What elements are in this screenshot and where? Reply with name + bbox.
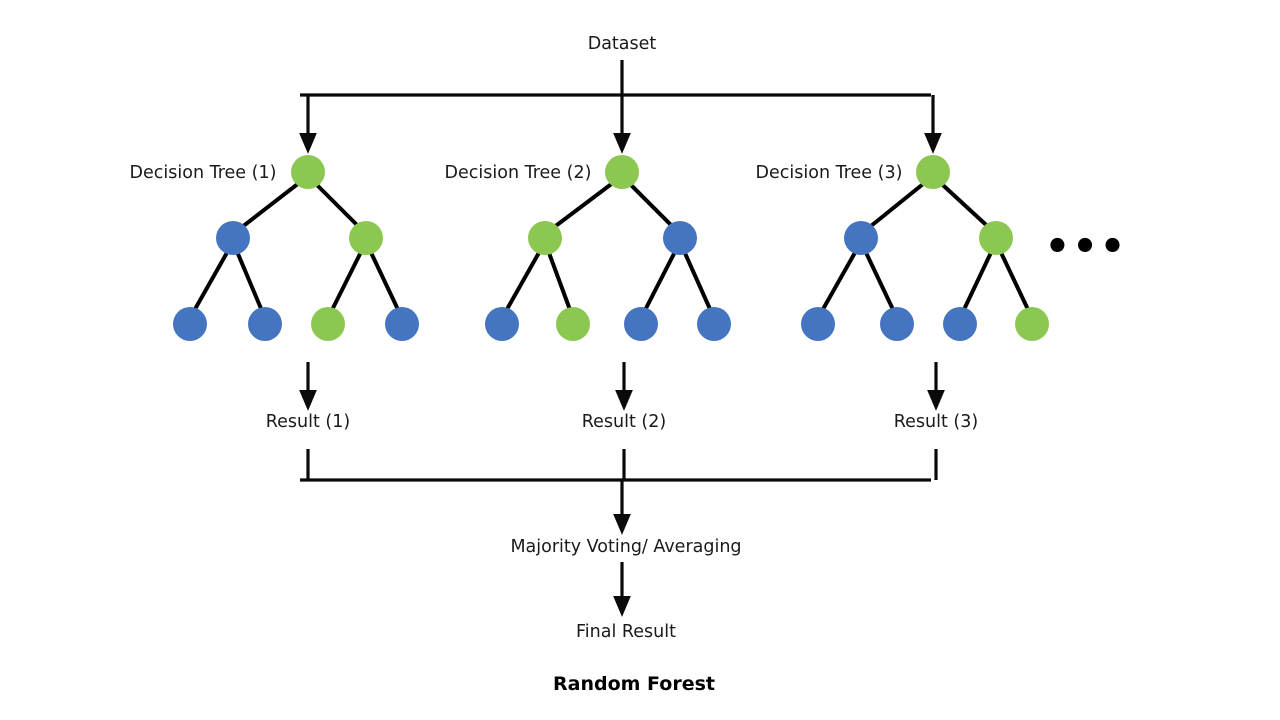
tree-edge — [958, 241, 998, 319]
tree-leaf-node-blue — [943, 307, 977, 341]
continuation-ellipsis-icon: ••• — [1045, 224, 1128, 270]
tree-leaf-node-green — [1015, 307, 1049, 341]
dataset-split-connector — [299, 60, 942, 154]
result-label-2: Result (2) — [582, 412, 666, 432]
tree-edge — [931, 174, 998, 236]
tree-edge — [188, 241, 235, 319]
tree-edge — [231, 174, 310, 236]
decision-tree-3: Decision Tree (3) — [756, 155, 1049, 341]
result-label-3: Result (3) — [894, 412, 978, 432]
tree-leaf-node-blue — [485, 307, 519, 341]
tree-edge — [364, 241, 404, 319]
tree-root-node-green — [916, 155, 950, 189]
final-result-label: Final Result — [576, 622, 676, 642]
decision-tree-label-2: Decision Tree (2) — [445, 163, 592, 183]
dataset-label: Dataset — [588, 34, 657, 54]
tree-edge — [543, 241, 575, 319]
tree-edge — [859, 241, 899, 319]
tree-root-node-green — [605, 155, 639, 189]
tree-edge — [994, 241, 1034, 319]
aggregation-label: Majority Voting/ Averaging — [510, 537, 741, 557]
tree-edge — [859, 174, 935, 236]
tree-leaf-node-blue — [697, 307, 731, 341]
tree-branch-node-blue — [663, 221, 697, 255]
decision-tree-label-1: Decision Tree (1) — [130, 163, 277, 183]
tree-edge — [639, 241, 682, 319]
tree-branch-node-blue — [844, 221, 878, 255]
tree-edge — [816, 241, 863, 319]
decision-tree-1: Decision Tree (1) — [130, 155, 419, 341]
results-layer: Result (1) Result (2) Result (3) — [266, 362, 978, 432]
tree-edge — [326, 241, 368, 319]
tree-edge — [500, 241, 547, 319]
tree-leaf-node-blue — [173, 307, 207, 341]
tree-branch-node-green — [349, 221, 383, 255]
tree-edge — [231, 241, 267, 319]
tree-leaf-node-blue — [624, 307, 658, 341]
tree-edge — [678, 241, 716, 319]
tree-edge — [543, 174, 624, 236]
tree-root-node-green — [291, 155, 325, 189]
results-merge-connector — [300, 449, 938, 617]
tree-branch-node-green — [528, 221, 562, 255]
result-label-1: Result (1) — [266, 412, 350, 432]
decision-tree-2: Decision Tree (2) — [445, 155, 731, 341]
decision-tree-label-3: Decision Tree (3) — [756, 163, 903, 183]
diagram-title: Random Forest — [553, 673, 715, 695]
tree-leaf-node-green — [311, 307, 345, 341]
tree-leaf-node-blue — [385, 307, 419, 341]
tree-branch-node-green — [979, 221, 1013, 255]
tree-leaf-node-green — [556, 307, 590, 341]
tree-leaf-node-blue — [248, 307, 282, 341]
tree-leaf-node-blue — [801, 307, 835, 341]
tree-leaf-node-blue — [880, 307, 914, 341]
decision-trees-layer: Decision Tree (1) Decision Tree (2) Decisi… — [130, 155, 1049, 341]
tree-branch-node-blue — [216, 221, 250, 255]
